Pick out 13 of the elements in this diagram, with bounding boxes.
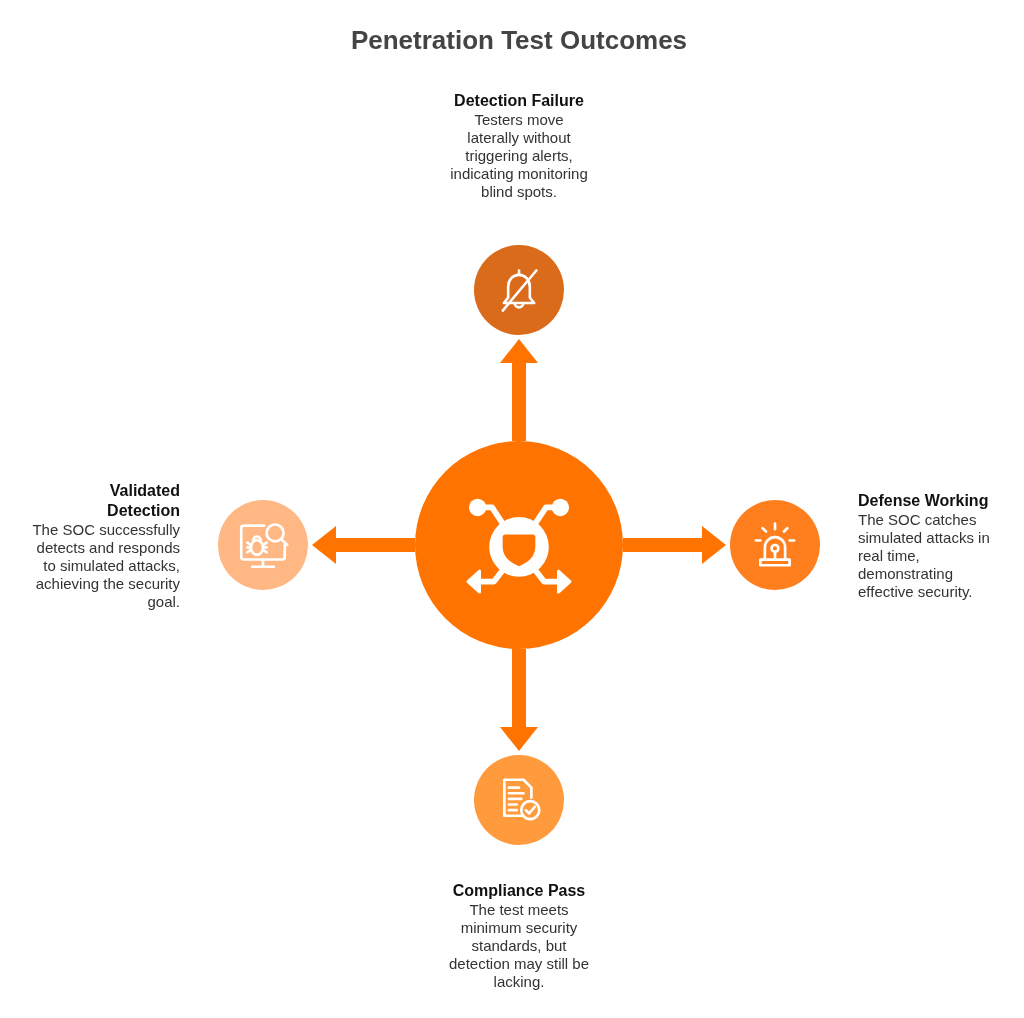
outcome-description: Testers move laterally without triggering alerts, indicating monitoring blind spots.	[449, 111, 589, 201]
outcome-description: The SOC catches simulated attacks in real time, demonstrating effective security.	[858, 511, 991, 601]
outcome-description: The SOC successfully detects and responds to simulated attacks, achieving the security goal.	[31, 521, 180, 611]
outcome-title: Validated Detection	[106, 481, 180, 521]
arrow	[500, 649, 538, 751]
outcome-description: The test meets minimum security standards, but detection may still be lacking.	[447, 901, 591, 991]
outcome-title: Compliance Pass	[451, 881, 587, 901]
arrow	[312, 526, 415, 564]
diagram-title: Penetration Test Outcomes	[350, 24, 688, 56]
arrow	[500, 339, 538, 441]
arrow	[623, 526, 726, 564]
outcome-title: Detection Failure	[453, 91, 585, 111]
outcome-title: Defense Working	[858, 491, 990, 511]
